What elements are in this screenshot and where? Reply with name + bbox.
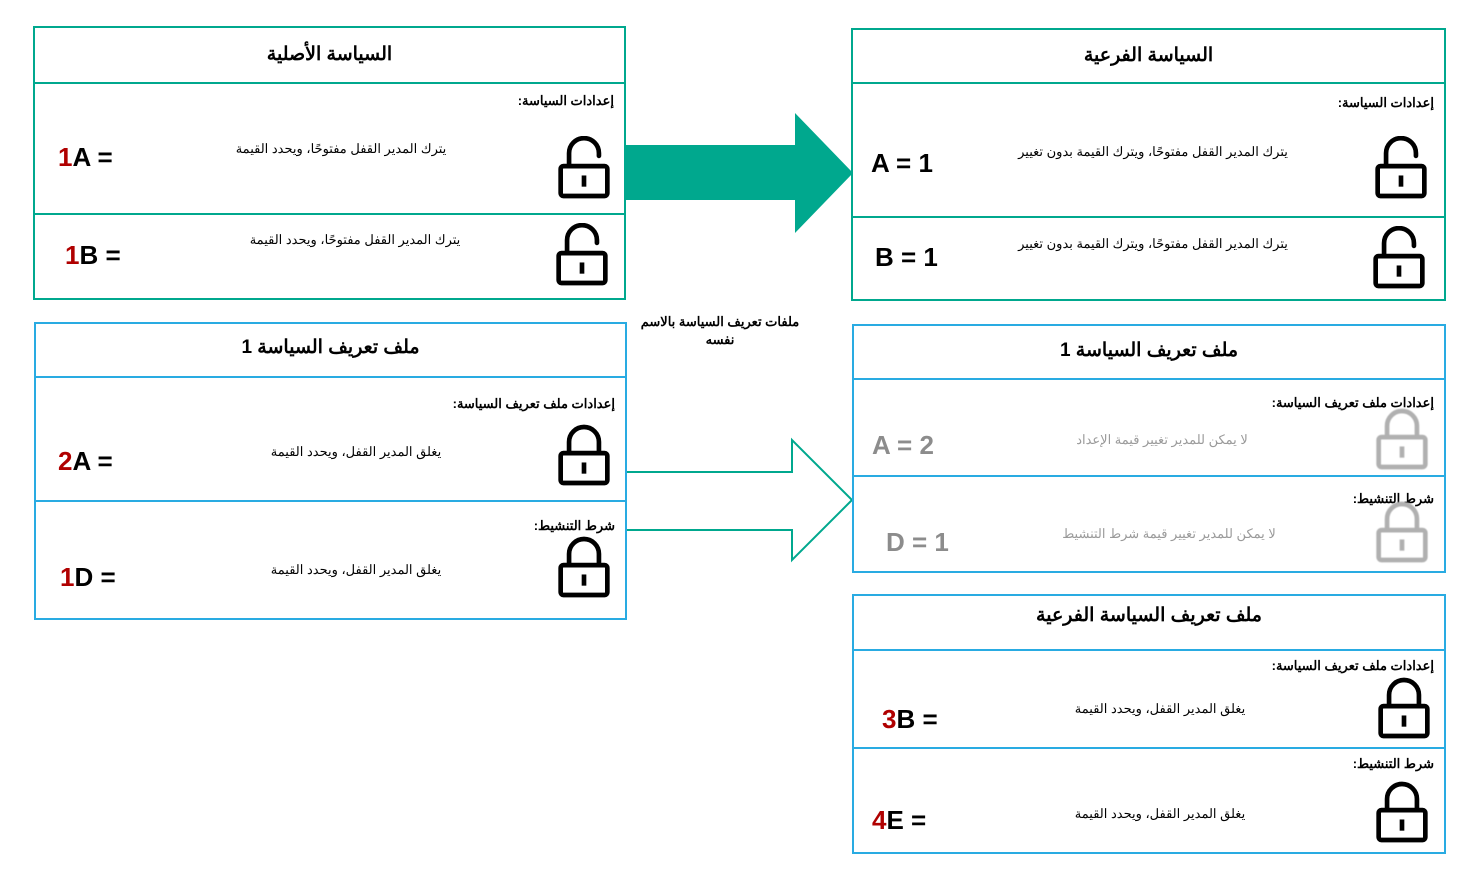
- profile-settings-header: إعدادات ملف تعريف السياسة:: [1271, 395, 1434, 410]
- activation-header: شرط التنشيط:: [533, 518, 615, 533]
- parent-policy-box: السياسة الأصلية إعدادات السياسة: يترك ال…: [33, 26, 626, 300]
- value-d: 1D =: [60, 562, 116, 592]
- row-description: يترك المدير القفل مفتوحًا، ويحدد القيمة: [235, 141, 447, 156]
- child-policy-box: السياسة الفرعية إعدادات السياسة: يترك ال…: [851, 28, 1446, 301]
- row-description: يغلق المدير القفل، ويحدد القيمة: [1074, 806, 1246, 821]
- parent-policy-row-a: إعدادات السياسة: يترك المدير القفل مفتوح…: [35, 84, 624, 214]
- parent-policy-title: السياسة الأصلية: [35, 28, 624, 84]
- profile-merge-arrow: [626, 437, 854, 563]
- row-description: يغلق المدير القفل، ويحدد القيمة: [270, 562, 442, 577]
- value-b: 1B =: [65, 240, 121, 270]
- value-b: B = 1: [875, 242, 938, 272]
- child-profile-1-row-d: شرط التنشيط: لا يمكن للمدير تغيير قيمة ش…: [854, 475, 1444, 573]
- child-policy-profile-row-b: إعدادات ملف تعريف السياسة: يغلق المدير ا…: [854, 651, 1444, 748]
- child-policy-profile-row-e: شرط التنشيط: يغلق المدير القفل، ويحدد ال…: [854, 747, 1444, 854]
- closed-lock-icon: [556, 534, 612, 600]
- open-lock-icon: [1373, 136, 1429, 200]
- activation-header: شرط التنشيط:: [1352, 756, 1434, 771]
- child-profile-1-row-a: إعدادات ملف تعريف السياسة: لا يمكن للمدي…: [854, 380, 1444, 476]
- activation-header: شرط التنشيط:: [1352, 491, 1434, 506]
- closed-lock-icon: [1374, 406, 1430, 472]
- child-policy-title: السياسة الفرعية: [853, 30, 1444, 84]
- same-name-profiles-label: ملفات تعريف السياسة بالاسم نفسه: [640, 314, 800, 347]
- parent-profile-row-d: شرط التنشيط: يغلق المدير القفل، ويحدد ال…: [36, 500, 625, 620]
- row-description: يترك المدير القفل مفتوحًا، ويترك القيمة …: [1018, 236, 1288, 251]
- child-policy-row-a: إعدادات السياسة: يترك المدير القفل مفتوح…: [853, 84, 1444, 217]
- row-description: يترك المدير القفل مفتوحًا، ويترك القيمة …: [1018, 144, 1288, 159]
- value-a: A = 2: [872, 430, 934, 460]
- open-lock-icon: [556, 136, 612, 200]
- row-description: يغلق المدير القفل، ويحدد القيمة: [1074, 701, 1246, 716]
- closed-lock-icon: [556, 422, 612, 488]
- settings-header: إعدادات السياسة:: [517, 93, 614, 108]
- row-description: لا يمكن للمدير تغيير قيمة الإعداد: [1076, 432, 1248, 447]
- profile-settings-header: إعدادات ملف تعريف السياسة:: [452, 396, 615, 411]
- closed-lock-icon: [1376, 675, 1432, 741]
- closed-lock-icon: [1374, 499, 1430, 565]
- open-lock-icon: [1371, 226, 1427, 290]
- value-a: A = 1: [871, 148, 933, 178]
- row-description: يترك المدير القفل مفتوحًا، ويحدد القيمة: [249, 232, 461, 247]
- child-policy-profile-box: ملف تعريف السياسة الفرعية إعدادات ملف تع…: [852, 594, 1446, 854]
- open-lock-icon: [554, 223, 610, 287]
- parent-profile-box: ملف تعريف السياسة 1 إعدادات ملف تعريف ال…: [34, 322, 627, 620]
- value-a: 1A =: [58, 142, 113, 172]
- parent-profile-title: ملف تعريف السياسة 1: [36, 324, 625, 378]
- inheritance-arrow: [626, 113, 853, 233]
- value-d: D = 1: [886, 527, 949, 557]
- profile-settings-header: إعدادات ملف تعريف السياسة:: [1271, 658, 1434, 673]
- row-description: لا يمكن للمدير تغيير قيمة شرط التنشيط: [1062, 526, 1276, 541]
- parent-profile-row-a: إعدادات ملف تعريف السياسة: يغلق المدير ا…: [36, 378, 625, 501]
- closed-lock-icon: [1374, 779, 1430, 845]
- settings-header: إعدادات السياسة:: [1337, 95, 1434, 110]
- row-description: يغلق المدير القفل، ويحدد القيمة: [270, 444, 442, 459]
- parent-policy-row-b: يترك المدير القفل مفتوحًا، ويحدد القيمة …: [35, 213, 624, 300]
- child-policy-profile-title: ملف تعريف السياسة الفرعية: [854, 596, 1444, 651]
- child-profile-1-box: ملف تعريف السياسة 1 إعدادات ملف تعريف ال…: [852, 324, 1446, 573]
- child-policy-row-b: يترك المدير القفل مفتوحًا، ويترك القيمة …: [853, 216, 1444, 301]
- value-e: 4E =: [872, 805, 927, 835]
- value-a: 2A =: [58, 446, 113, 476]
- child-profile-1-title: ملف تعريف السياسة 1: [854, 326, 1444, 380]
- value-b: 3B =: [882, 704, 938, 734]
